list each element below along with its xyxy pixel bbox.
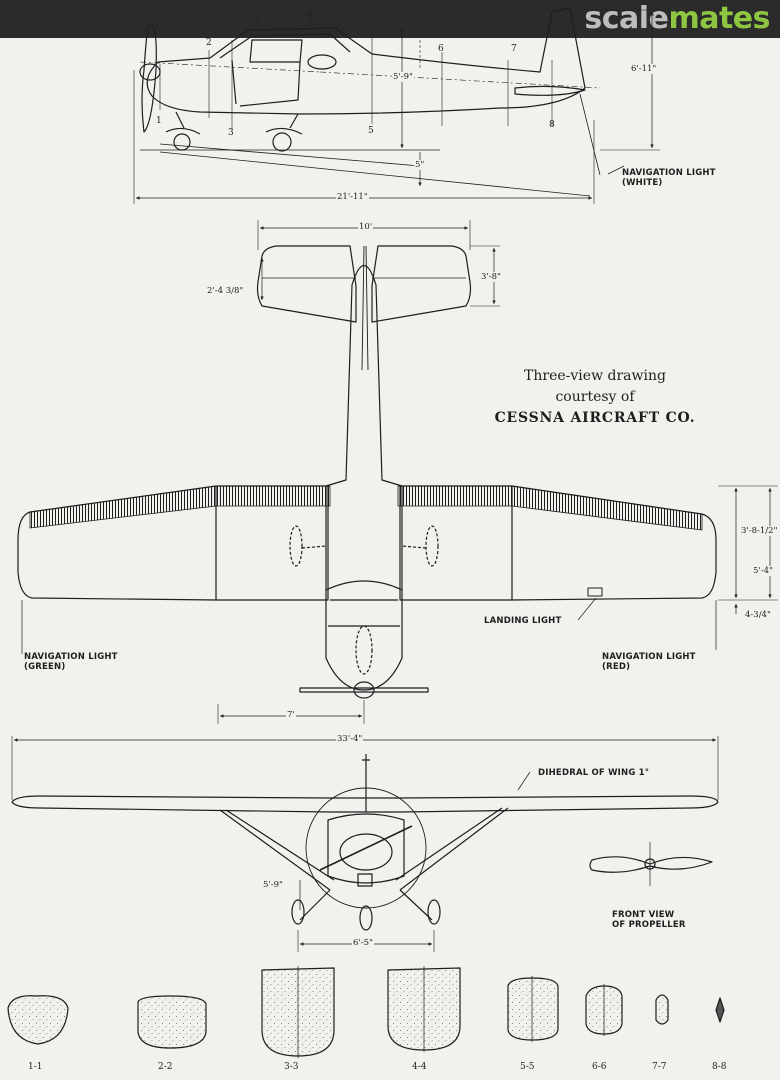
section-5-5	[507, 977, 559, 1041]
scalemates-logo[interactable]: scalemates	[584, 1, 770, 36]
dim-elevator-root: 2'-4 3/8"	[206, 286, 245, 296]
dim-tread: 6'-5"	[352, 938, 374, 948]
dim-length: 21'-11"	[336, 192, 369, 202]
section-label-7-7: 7-7	[652, 1062, 667, 1072]
section-label-2-2: 2-2	[158, 1062, 173, 1072]
landing-light-icon	[587, 587, 603, 597]
left-main-wheel-front	[291, 899, 305, 925]
credit-line-3: CESSNA AIRCRAFT CO.	[494, 410, 696, 426]
dim-wing-total: 5'-4"	[752, 566, 774, 576]
station-5: 5	[368, 126, 374, 136]
section-label-8-8: 8-8	[712, 1062, 727, 1072]
section-label-6-6: 6-6	[592, 1062, 607, 1072]
site-header-bar: scalemates	[0, 0, 780, 38]
dim-wing-tip: 4-3/4"	[744, 610, 772, 620]
section-8-8	[715, 997, 725, 1023]
section-label-4-4: 4-4	[412, 1062, 427, 1072]
station-1: 1	[156, 116, 162, 126]
cowl-front	[327, 813, 405, 884]
dim-elevator-chord: 3'-8"	[480, 272, 502, 282]
station-6: 6	[438, 44, 444, 54]
propeller-side	[141, 24, 157, 133]
dim-height: 6'-11"	[630, 64, 658, 74]
station-3: 3	[228, 128, 234, 138]
credit-line-2: courtesy of	[555, 389, 635, 405]
right-main-wheel-front	[427, 899, 441, 925]
dim-prop-height: 5'-9"	[262, 880, 284, 890]
dim-tail-span: 10'	[358, 222, 374, 232]
front-view	[11, 736, 719, 952]
dim-wing-chord: 3'-8-1/2"	[740, 526, 779, 536]
section-label-5-5: 5-5	[520, 1062, 535, 1072]
section-2-2	[137, 995, 207, 1049]
top-view	[17, 220, 778, 724]
section-7-7	[655, 994, 669, 1025]
left-wing-top	[17, 485, 329, 601]
main-wheel-side	[272, 132, 292, 152]
station-8: 8	[549, 120, 555, 130]
dihedral-label: DIHEDRAL OF WING 1°	[538, 768, 650, 778]
nav-light-green-label: NAVIGATION LIGHT (GREEN)	[24, 652, 118, 672]
propeller-front-view	[589, 856, 713, 873]
credit-caption: Three-view drawing courtesy of CESSNA AI…	[470, 366, 720, 429]
side-view	[133, 7, 660, 204]
section-label-1-1: 1-1	[28, 1062, 43, 1072]
right-wheel-outline	[425, 525, 439, 567]
nose-wheel	[173, 133, 191, 151]
station-4: 4	[307, 10, 313, 20]
fuselage-side-outline	[146, 7, 586, 115]
section-1-1	[7, 995, 69, 1045]
right-wing-top	[399, 485, 717, 601]
cross-sections	[7, 966, 725, 1058]
dim-half-span: 7'	[286, 710, 296, 720]
front-view-propeller-label: FRONT VIEW OF PROPELLER	[612, 910, 686, 930]
horizontal-tail-top	[256, 245, 357, 323]
section-label-3-3: 3-3	[284, 1062, 299, 1072]
nose-wheel-front	[359, 905, 373, 931]
fuselage-top	[325, 264, 403, 691]
left-wheel-outline	[289, 525, 303, 567]
propeller-top	[299, 687, 429, 693]
dim-ground-clearance: 5"	[414, 160, 426, 170]
wing-front	[11, 795, 719, 813]
dim-span: 33'-4"	[336, 734, 364, 744]
station-7: 7	[511, 44, 517, 54]
station-2: 2	[206, 38, 212, 48]
landing-light-label: LANDING LIGHT	[484, 616, 562, 626]
nav-light-white-label: NAVIGATION LIGHT (WHITE)	[622, 168, 716, 188]
dim-cabin: 5'-9"	[392, 72, 414, 82]
credit-line-1: Three-view drawing	[524, 368, 666, 384]
nav-light-red-label: NAVIGATION LIGHT (RED)	[602, 652, 696, 672]
